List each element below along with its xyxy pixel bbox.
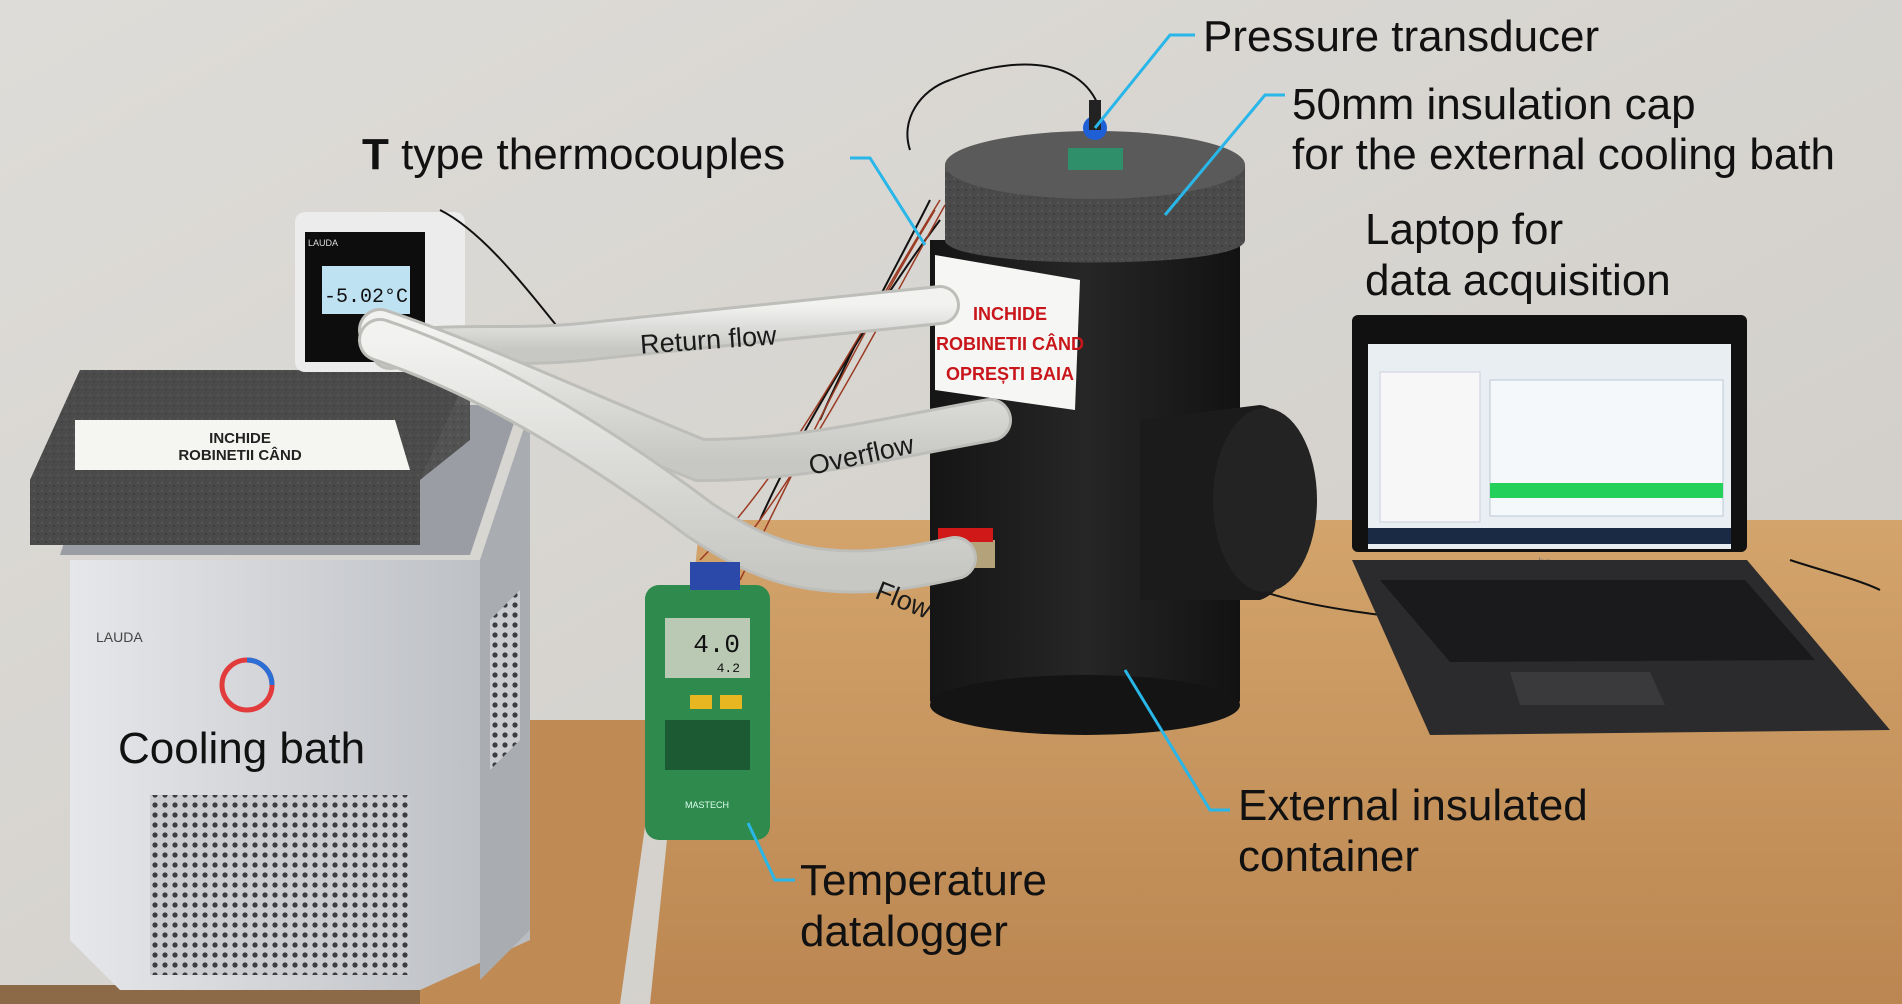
bath-brand: LAUDA bbox=[96, 629, 143, 645]
label-laptop-line2: data acquisition bbox=[1365, 256, 1671, 305]
datalogger-brand: MASTECH bbox=[685, 800, 729, 810]
container-sign-line-3: OPREȘTI BAIA bbox=[946, 364, 1074, 384]
label-datalogger-line1: Temperature bbox=[800, 856, 1048, 905]
controller-reading: -5.02°C bbox=[324, 286, 408, 309]
label-thermocouples-prefix: T bbox=[362, 130, 389, 179]
hoses bbox=[358, 285, 1012, 594]
laptop: hp bbox=[1352, 315, 1890, 735]
cover-sign bbox=[75, 420, 410, 470]
label-insulation-cap-line2: for the external cooling bath bbox=[1292, 130, 1836, 179]
callout-line-pressure-transducer bbox=[1093, 33, 1195, 129]
label-thermocouples: T type thermocouples bbox=[362, 130, 785, 179]
external-container: INCHIDE ROBINETII CÂND OPREȘTI BAIA bbox=[930, 100, 1317, 735]
temperature-datalogger: 4.0 4.2 MASTECH bbox=[645, 562, 770, 840]
container-sign-line-2: ROBINETII CÂND bbox=[936, 333, 1084, 354]
label-thermocouples-rest: type thermocouples bbox=[388, 130, 786, 179]
cover-sign-line-1: INCHIDE bbox=[209, 430, 271, 447]
callout-line-external-container bbox=[1123, 669, 1230, 812]
label-laptop-line1: Laptop for bbox=[1365, 205, 1564, 254]
controller-display bbox=[322, 266, 410, 314]
label-external-container-line1: External insulated bbox=[1238, 781, 1588, 830]
laptop-plot-trace bbox=[1490, 483, 1723, 498]
label-pressure-transducer: Pressure transducer bbox=[1203, 12, 1600, 61]
container-sign bbox=[935, 255, 1080, 410]
callout-line-insulation-cap bbox=[1163, 93, 1285, 216]
datalogger-main-reading: 4.0 bbox=[693, 630, 740, 660]
callout-lines bbox=[746, 33, 1285, 882]
datalogger-display bbox=[665, 618, 750, 678]
laptop-keyboard bbox=[1380, 580, 1815, 662]
label-insulation-cap-line1: 50mm insulation cap bbox=[1292, 80, 1696, 129]
controller-brand: LAUDA bbox=[308, 238, 338, 248]
label-cooling-bath: Cooling bath bbox=[118, 724, 366, 773]
label-datalogger-line2: datalogger bbox=[800, 907, 1008, 956]
bath-grill bbox=[150, 795, 410, 975]
datalogger-sub-reading: 4.2 bbox=[717, 661, 740, 676]
callout-line-thermocouples bbox=[850, 156, 927, 246]
container-sign-line-1: INCHIDE bbox=[973, 304, 1047, 324]
cooling-bath: LAUDA INCHIDE ROBINETII CÂND -5.02°C LAU… bbox=[30, 212, 530, 990]
label-external-container-line2: container bbox=[1238, 832, 1420, 881]
laptop-touchpad bbox=[1510, 672, 1665, 705]
cover-sign-line-2: ROBINETII CÂND bbox=[178, 446, 302, 464]
callout-line-datalogger bbox=[746, 822, 795, 882]
